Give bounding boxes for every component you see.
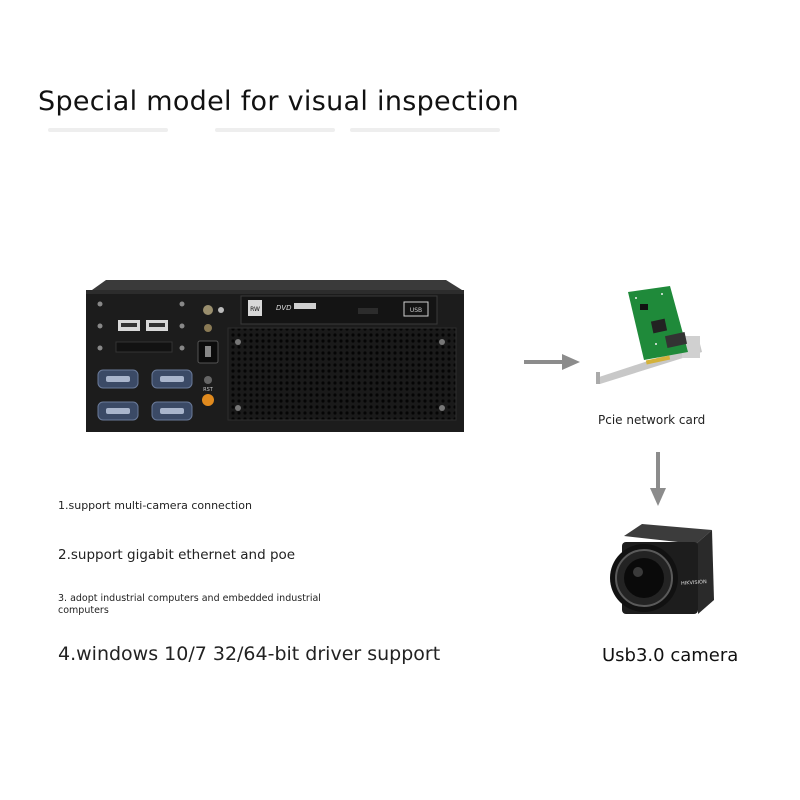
network-card-label: Pcie network card — [598, 413, 706, 427]
feature-item: 1.support multi-camera connection — [58, 499, 252, 512]
usb-camera-image: HIKVISION — [610, 524, 714, 614]
feature-item: 4.windows 10/7 32/64-bit driver support — [58, 643, 441, 665]
faint-subtitle-bar — [215, 128, 335, 132]
industrial-computer-image: RW DVD USB RST — [86, 280, 464, 432]
reset-label: RST — [203, 387, 214, 393]
drive-badge-rw: RW — [250, 306, 260, 313]
drive-badge-dvd: DVD — [276, 304, 292, 312]
page-title: Special model for visual inspection — [38, 86, 520, 117]
arrow-right-icon — [524, 354, 580, 370]
faint-subtitle-bar — [48, 128, 168, 132]
camera-label: Usb3.0 camera — [602, 645, 739, 666]
drive-badge-usb: USB — [410, 307, 422, 314]
feature-item: 3. adopt industrial computers and embedd… — [58, 593, 321, 616]
feature-item: 2.support gigabit ethernet and poe — [58, 547, 296, 563]
arrow-down-icon — [650, 452, 666, 506]
camera-brand-text: HIKVISION — [681, 579, 707, 587]
pcie-network-card-image — [596, 286, 702, 384]
faint-subtitle-bar — [350, 128, 500, 132]
